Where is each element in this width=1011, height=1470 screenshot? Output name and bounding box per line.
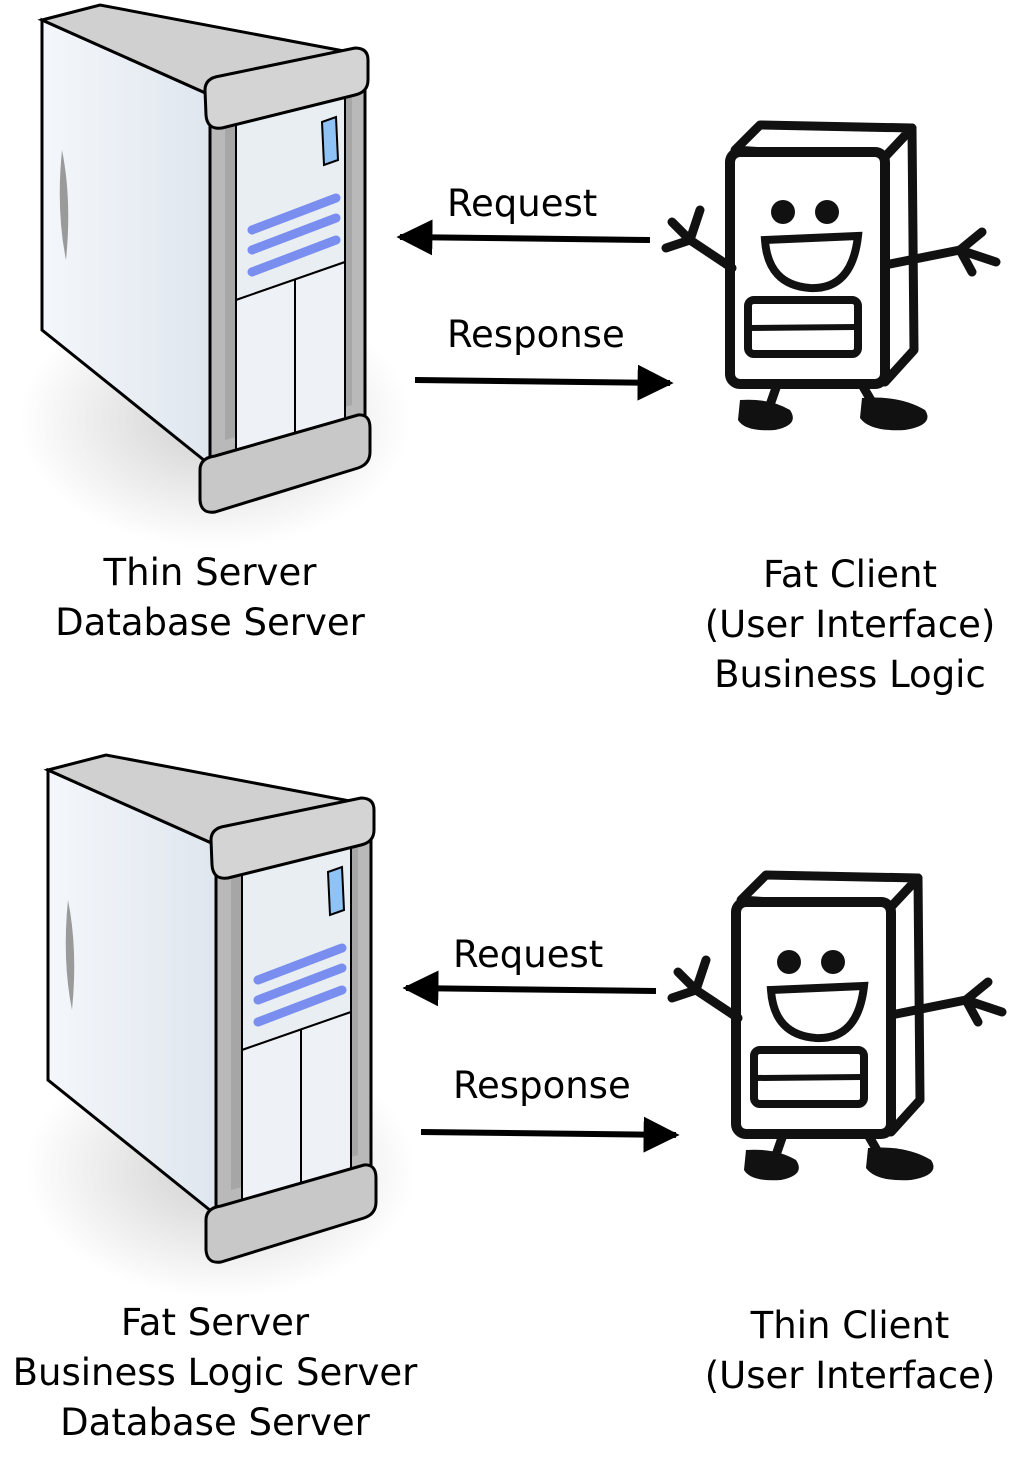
response-label: Response [447,313,625,356]
client-caption-line: Thin Client [750,1304,950,1347]
client-caption: Thin Client (User Interface) [690,1301,1010,1401]
request-label: Request [447,182,598,225]
server-caption-line: Database Server [55,601,365,644]
response-label: Response [453,1064,631,1107]
request-label: Request [453,933,604,976]
client-computer-character-icon [661,120,1001,431]
server-tower-icon [20,3,410,548]
client-caption: Fat Client (User Interface) Business Log… [680,550,1011,700]
server-caption: Thin Server Database Server [20,548,400,648]
server-caption: Fat Server Business Logic Server Databas… [0,1298,435,1448]
response-arrow [414,364,674,401]
server-caption-line: Thin Server [103,551,317,594]
panel-art [26,753,1007,1298]
server-tower-icon [26,753,416,1298]
diagram-panel-thin-server: Request Response Thin Server Database Se… [0,0,1011,720]
server-caption-line: Business Logic Server [12,1351,418,1394]
response-arrow [420,1116,680,1153]
request-arrow [396,219,651,256]
client-caption-line: Fat Client [763,553,937,596]
client-caption-line: (User Interface) [704,1354,996,1397]
server-caption-line: Database Server [60,1401,370,1444]
request-arrow [402,970,657,1007]
diagram-panel-fat-server: Request Response Fat Server Business Log… [0,750,1011,1470]
panel-art [20,3,1001,548]
client-caption-line: (User Interface) [704,603,996,646]
client-caption-line: Business Logic [714,653,986,696]
server-caption-line: Fat Server [120,1301,310,1344]
client-computer-character-icon [667,870,1007,1181]
